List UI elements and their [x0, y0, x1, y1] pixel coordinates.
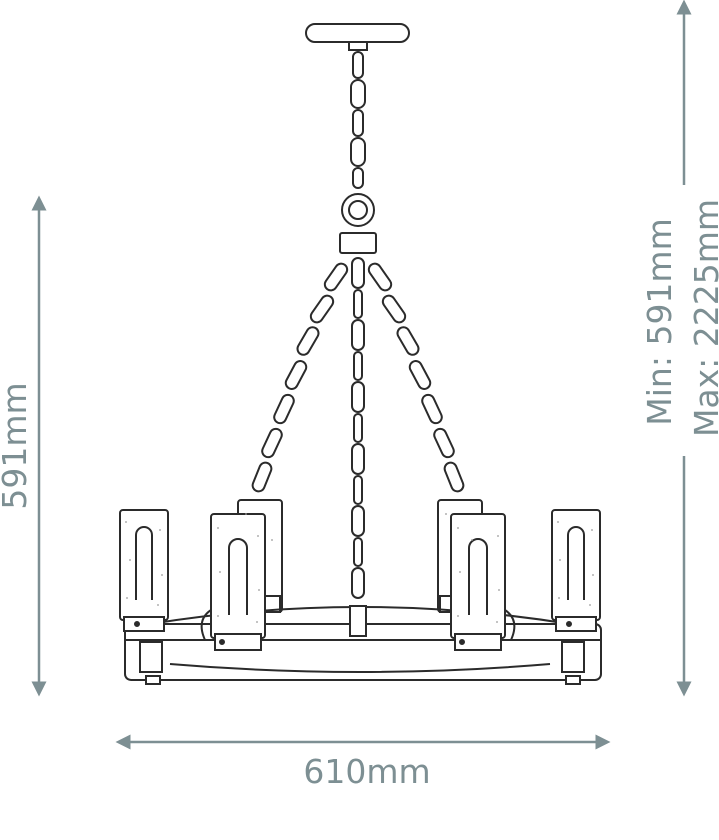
left-chain — [251, 262, 349, 493]
glass-texture — [125, 513, 594, 623]
height-label: 591mm — [0, 382, 34, 509]
drop-min-label: Min: 591mm — [640, 218, 679, 425]
candle-front-far-right — [551, 509, 601, 632]
drop-max-label: Max: 2225mm — [687, 199, 719, 437]
width-dimension: 610mm — [115, 734, 611, 791]
ceiling-canopy — [305, 23, 410, 51]
right-chain — [367, 262, 465, 493]
height-dimension: 591mm — [0, 195, 47, 697]
candle-front-right — [450, 513, 516, 651]
drop-dimension: Min: 591mm Max: 2225mm — [640, 0, 719, 697]
candle-front-left — [200, 513, 266, 651]
width-label: 610mm — [303, 752, 430, 791]
chandelier — [119, 23, 602, 685]
suspension-chain — [350, 51, 366, 189]
wheel-ring — [124, 605, 602, 685]
center-chain — [351, 257, 365, 599]
suspension-ring — [339, 193, 377, 254]
candle-front-far-left — [119, 509, 169, 632]
